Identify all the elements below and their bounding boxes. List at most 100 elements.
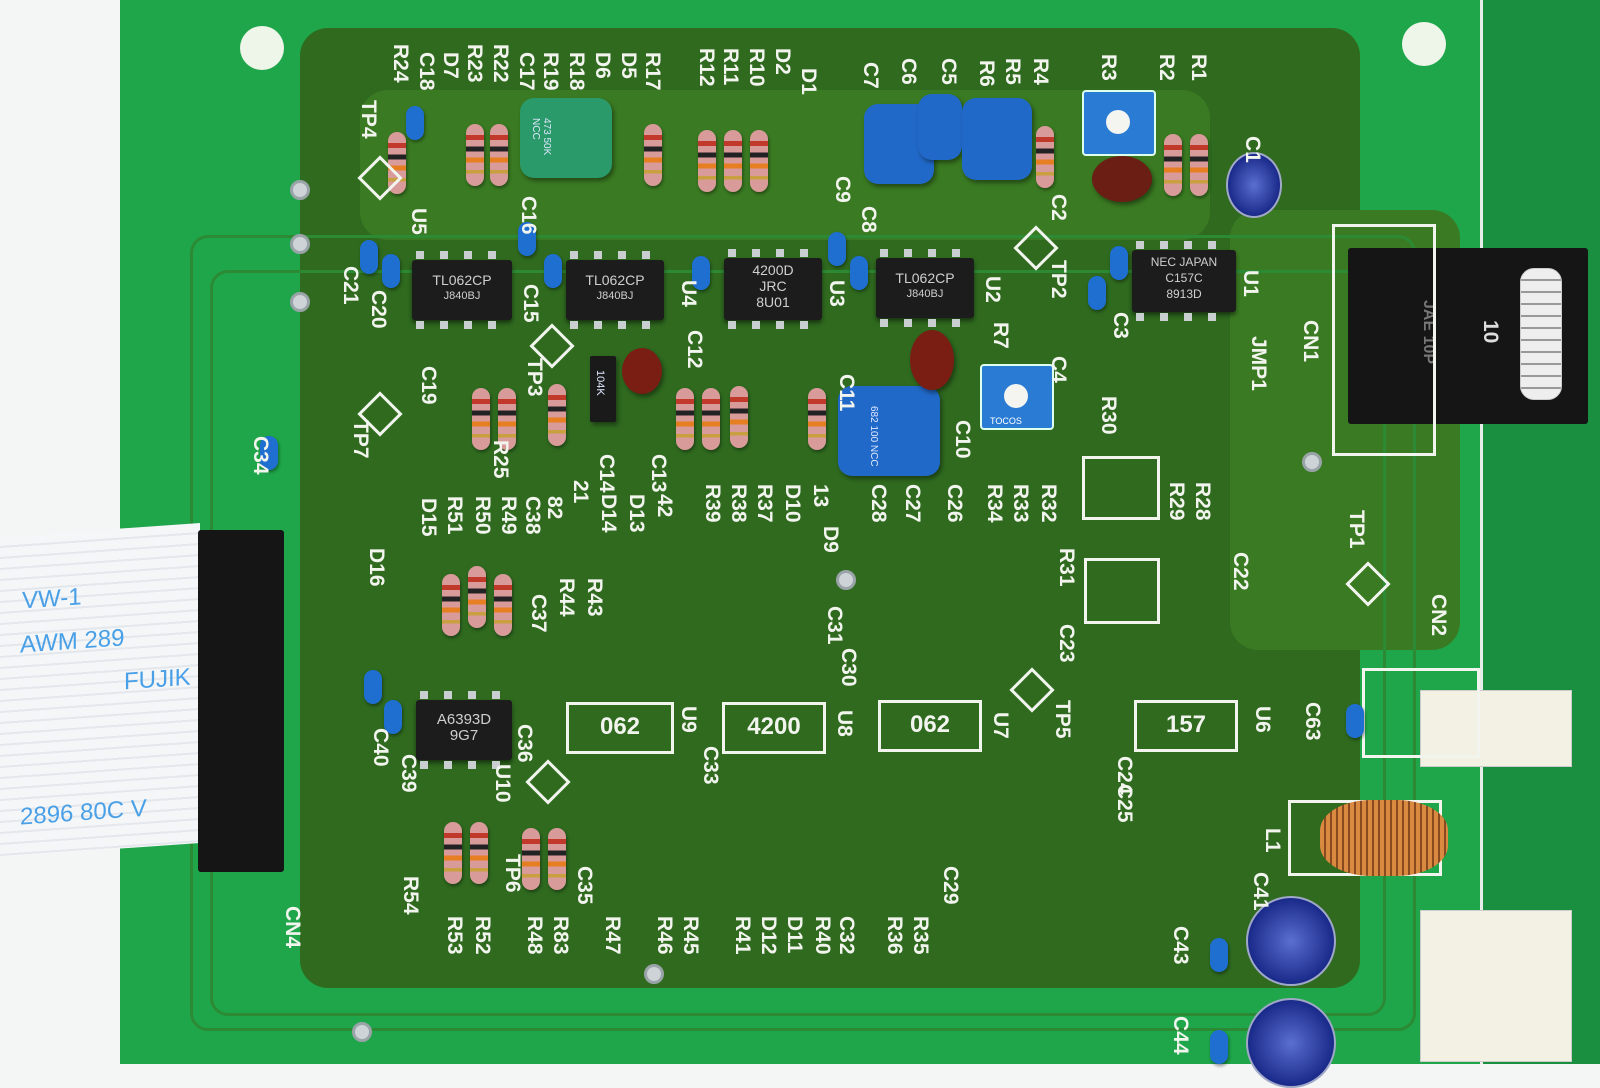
silkscreen-label: CN2 [1427,594,1450,637]
trimmer-r3[interactable] [1082,90,1156,156]
resistor [490,124,508,186]
resistor [730,386,748,448]
silkscreen-label: C14 [595,454,618,493]
silkscreen-label: R34 [983,484,1006,523]
resistor [724,130,742,192]
silkscreen-label: C17 [515,52,538,91]
footprint-r31 [1084,558,1160,624]
silkscreen-label: R39 [701,484,724,523]
silkscreen-label: C39 [397,754,420,793]
silkscreen-label: R10 [745,48,768,87]
silkscreen-label: R7 [989,322,1012,349]
silkscreen-label: U4 [677,280,700,307]
silkscreen-label: C63 [1301,702,1324,741]
silkscreen-label: D16 [365,548,388,587]
cap-marking: 682 100 NCC [868,406,879,467]
resistor [1190,134,1208,196]
resistor [548,384,566,446]
silkscreen-label: C13 [647,454,670,493]
silkscreen-label: C43 [1169,926,1192,965]
trace [210,270,1386,1016]
silkscreen-label: R22 [489,44,512,83]
capacitor [1346,704,1364,738]
silkscreen-label: TP3 [523,358,546,397]
ceramic-capacitor-c10 [910,330,954,390]
silkscreen-label: CN1 [1299,320,1322,363]
silkscreen-label: CN4 [281,906,304,949]
capacitor [850,256,868,290]
capacitor [260,436,278,470]
silkscreen-label: D2 [771,48,794,75]
silkscreen-label: R32 [1037,484,1060,523]
mounting-hole [240,26,284,70]
silkscreen-label: TP5 [1051,700,1074,739]
silkscreen-label: C34 [249,436,272,475]
silkscreen-label: C18 [415,52,438,91]
silkscreen-label: R51 [443,496,466,535]
pad [290,234,310,254]
capacitor [1210,938,1228,972]
silkscreen-label: R29 [1165,482,1188,521]
pad [290,180,310,200]
trimmer-r7[interactable]: TOCOS [980,364,1054,430]
silkscreen-label: R44 [555,578,578,617]
silkscreen-label: R1 [1187,54,1210,81]
silkscreen-label: R46 [653,916,676,955]
silkscreen-label: R36 [883,916,906,955]
silkscreen-label: C29 [939,866,962,905]
silkscreen-label: C37 [527,594,550,633]
pad [836,570,856,590]
chip-marking: JRC [759,278,787,294]
silkscreen-label: C31 [823,606,846,645]
capacitor-c11: 682 100 NCC [838,386,940,476]
silkscreen-label: U7 [989,712,1012,739]
resistor [698,130,716,192]
inductor-l1 [1320,800,1448,876]
silkscreen-label: C10 [951,420,974,459]
silkscreen-label: R23 [463,44,486,83]
capacitor [360,240,378,274]
silkscreen-label: C26 [943,484,966,523]
silkscreen-label: TP6 [501,854,524,893]
cn1-number: 10 [1479,320,1502,344]
silkscreen-label: D6 [591,52,614,79]
cap-marking: 104K [594,370,606,396]
silkscreen-label: R3 [1097,54,1120,81]
pad [352,1022,372,1042]
ribbon-text: 2896 80C V [20,794,147,831]
resistor [676,388,694,450]
chip-marking: J840BJ [906,288,944,300]
footprint-r30 [1082,456,1160,520]
silkscreen-label: R53 [443,916,466,955]
silkscreen-label: C22 [1229,552,1252,591]
silkscreen-label: C11 [835,374,858,412]
silkscreen-label: R52 [471,916,494,955]
footprint-u6: 157 [1134,700,1238,752]
connector-cn4 [198,530,284,872]
resistor [1036,126,1054,188]
capacitor [518,222,536,256]
connector-cn2b [1420,910,1572,1062]
tantalum-capacitor: 104K [590,356,616,422]
silkscreen-label: U6 [1251,706,1274,733]
silkscreen-label: C38 [521,496,544,535]
chip-marking: 8913D [1166,287,1202,301]
silkscreen-label: U1 [1239,270,1262,297]
silkscreen-label: D14 [597,494,620,533]
silkscreen-label: D10 [781,484,804,523]
ribbon-text: VW-1 [22,583,82,615]
silkscreen-label: U8 [833,710,856,737]
silkscreen-label: 13 [809,484,832,508]
silkscreen-label: TP4 [357,100,380,139]
silkscreen-label: U3 [825,280,848,307]
chip-marking: C157C [1165,271,1203,285]
silkscreen-label: TP7 [349,420,372,459]
silkscreen-label: JMP1 [1247,336,1270,391]
silkscreen-label: C2 [1047,194,1070,221]
capacitor [406,106,424,140]
resistor [468,566,486,628]
resistor [442,574,460,636]
capacitor-c5 [962,98,1032,180]
resistor [1164,134,1182,196]
